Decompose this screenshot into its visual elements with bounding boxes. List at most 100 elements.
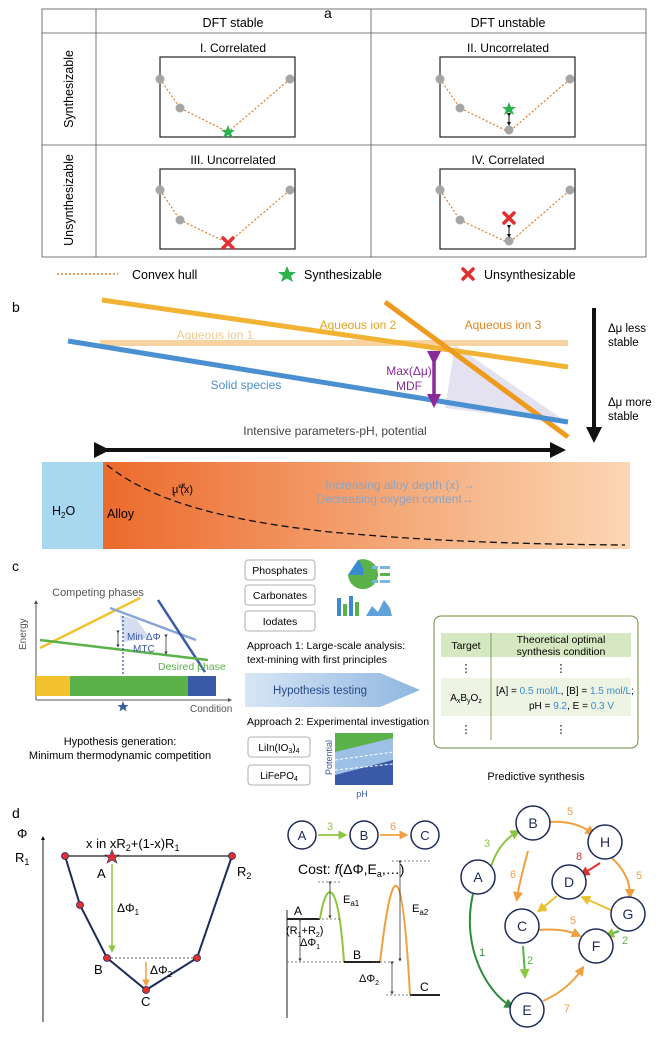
svg-text:H: H <box>600 834 610 850</box>
network-edge-weights: 3 5 6 8 5 4 5 2 1 2 7 <box>479 806 642 1015</box>
ion-2-line <box>101 297 569 370</box>
ion-3-label: Aqueous ion 3 <box>465 318 542 332</box>
table-dots: ⋮ <box>556 663 567 675</box>
energy-plot <box>34 596 232 712</box>
table-header-condition-2: synthesis condition <box>517 646 606 658</box>
mdf-label: MDF <box>396 379 422 393</box>
cell-3-node <box>175 215 185 225</box>
hull-point <box>76 901 84 909</box>
cell-1-title: I. Correlated <box>200 41 266 55</box>
svg-text:F: F <box>592 938 601 954</box>
ea1-label: Ea1 <box>343 894 360 908</box>
table-header-bg <box>441 633 631 657</box>
cell-2-node <box>565 74 575 84</box>
row-header-synthesizable: Synthesizable <box>62 50 76 128</box>
cell-1-frame <box>159 56 296 138</box>
dmu-less-label: Δμ less <box>608 323 646 335</box>
profile-a-label: A <box>294 904 302 918</box>
table-target-cell: AxByOz <box>450 693 482 705</box>
oxygen-label: Decreasing oxygen content→ <box>316 492 473 506</box>
table-dots: ⋮ <box>556 724 567 736</box>
legend-synth-label: Synthesizable <box>304 268 382 282</box>
condition-axis-label: Condition <box>190 704 232 715</box>
col-header-dft-unstable: DFT unstable <box>471 16 546 30</box>
material-boxes <box>244 559 316 632</box>
table-condition-line-2: pH = 9.2, E = 0.3 V <box>529 701 614 712</box>
table-header-target: Target <box>451 640 480 652</box>
network-edges <box>468 820 635 1008</box>
cost-label: Cost: f(ΔΦ,Ea,…) <box>298 861 404 879</box>
svg-text:G: G <box>623 906 634 922</box>
r1r2-label: (R1+R2) <box>286 925 323 939</box>
legend-unsynth-label: Unsynthesizable <box>484 268 576 282</box>
graph-node-c <box>504 908 540 944</box>
solid-species-label: Solid species <box>211 378 282 392</box>
svg-text:2: 2 <box>622 935 628 947</box>
graph-node-a <box>460 859 496 895</box>
graph-node-h <box>587 824 623 860</box>
svg-text:5: 5 <box>636 870 642 882</box>
dmu-more-label-2: stable <box>608 411 639 423</box>
cell-4-node <box>565 185 575 195</box>
svg-text:6: 6 <box>510 869 516 881</box>
alloy-label: Alloy <box>107 507 135 521</box>
r1-point <box>61 852 69 860</box>
svg-text:7: 7 <box>564 1003 570 1015</box>
ion-1-label: Aqueous ion 1 <box>177 328 254 342</box>
table-condition-line-1: [A] = 0.5 mol/L, [B] = 1.5 mol/L; <box>496 686 634 697</box>
svg-text:A: A <box>473 869 483 885</box>
box-carbonates: Carbonates <box>253 590 307 602</box>
svg-text:1: 1 <box>479 947 485 959</box>
mdf-shade <box>445 345 568 423</box>
network-node-labels: A B H D G C F E <box>473 815 633 1018</box>
dphi2-label: ΔΦ2 <box>150 963 173 979</box>
hypothesis-gen-label: Hypothesis generation: <box>64 736 177 748</box>
dphi1-label: ΔΦ1 <box>117 901 140 917</box>
cell-4-frame <box>439 168 576 250</box>
cell-1-node <box>155 74 165 84</box>
max-dmu-label: Max(Δμ) <box>386 364 432 378</box>
star-icon <box>502 102 516 115</box>
table-header-condition: Theoretical optimal <box>517 634 606 646</box>
panel-c-label: c <box>12 558 19 574</box>
panel-b-label: b <box>12 299 20 315</box>
pourbaix-icon <box>334 733 394 785</box>
hypothesis-gen-label-2: Minimum thermodynamic competition <box>29 750 211 762</box>
predictive-synthesis-label: Predictive synthesis <box>487 771 585 783</box>
approach-2-label: Approach 2: Experimental investigation <box>247 716 429 728</box>
svg-text:D: D <box>564 874 574 890</box>
cell-2-node <box>504 125 514 135</box>
a-label: A <box>97 866 106 881</box>
graph-node-g <box>610 896 646 932</box>
svg-text:C: C <box>517 918 527 934</box>
star-icon <box>221 125 235 138</box>
cross-icon <box>221 236 235 250</box>
svg-text:B: B <box>528 815 537 831</box>
row-header-unsynthesizable: Unsynthesizable <box>62 154 76 246</box>
cell-1-node <box>285 74 295 84</box>
c-label: C <box>141 994 150 1009</box>
energy-axis-label: Energy <box>18 618 29 650</box>
seq-weight-ab: 3 <box>327 821 333 833</box>
cell-4-node <box>455 215 465 225</box>
svg-text:5: 5 <box>567 806 573 818</box>
graph-node-e <box>509 992 545 1028</box>
svg-text:E: E <box>522 1002 531 1018</box>
network-nodes <box>460 805 646 1028</box>
cell-2-node <box>435 74 445 84</box>
r2-point <box>228 852 236 860</box>
cell-3-frame <box>159 168 296 250</box>
cell-1-node <box>175 103 185 113</box>
dmu-more-label: Δμ more <box>608 397 652 409</box>
cross-icon <box>502 211 516 225</box>
desired-phase-label: Desired phase <box>158 661 226 673</box>
table-dots: ⋮ <box>461 724 472 736</box>
profile-dphi2-label: ΔΦ2 <box>359 973 379 987</box>
ea2-label: Ea2 <box>412 903 429 917</box>
depth-label: Increasing alloy depth (x) → <box>325 478 474 492</box>
legend-cross-icon <box>461 267 475 281</box>
b-point <box>103 954 111 962</box>
table-row-highlight <box>441 678 631 716</box>
seq-node-a <box>287 820 317 850</box>
